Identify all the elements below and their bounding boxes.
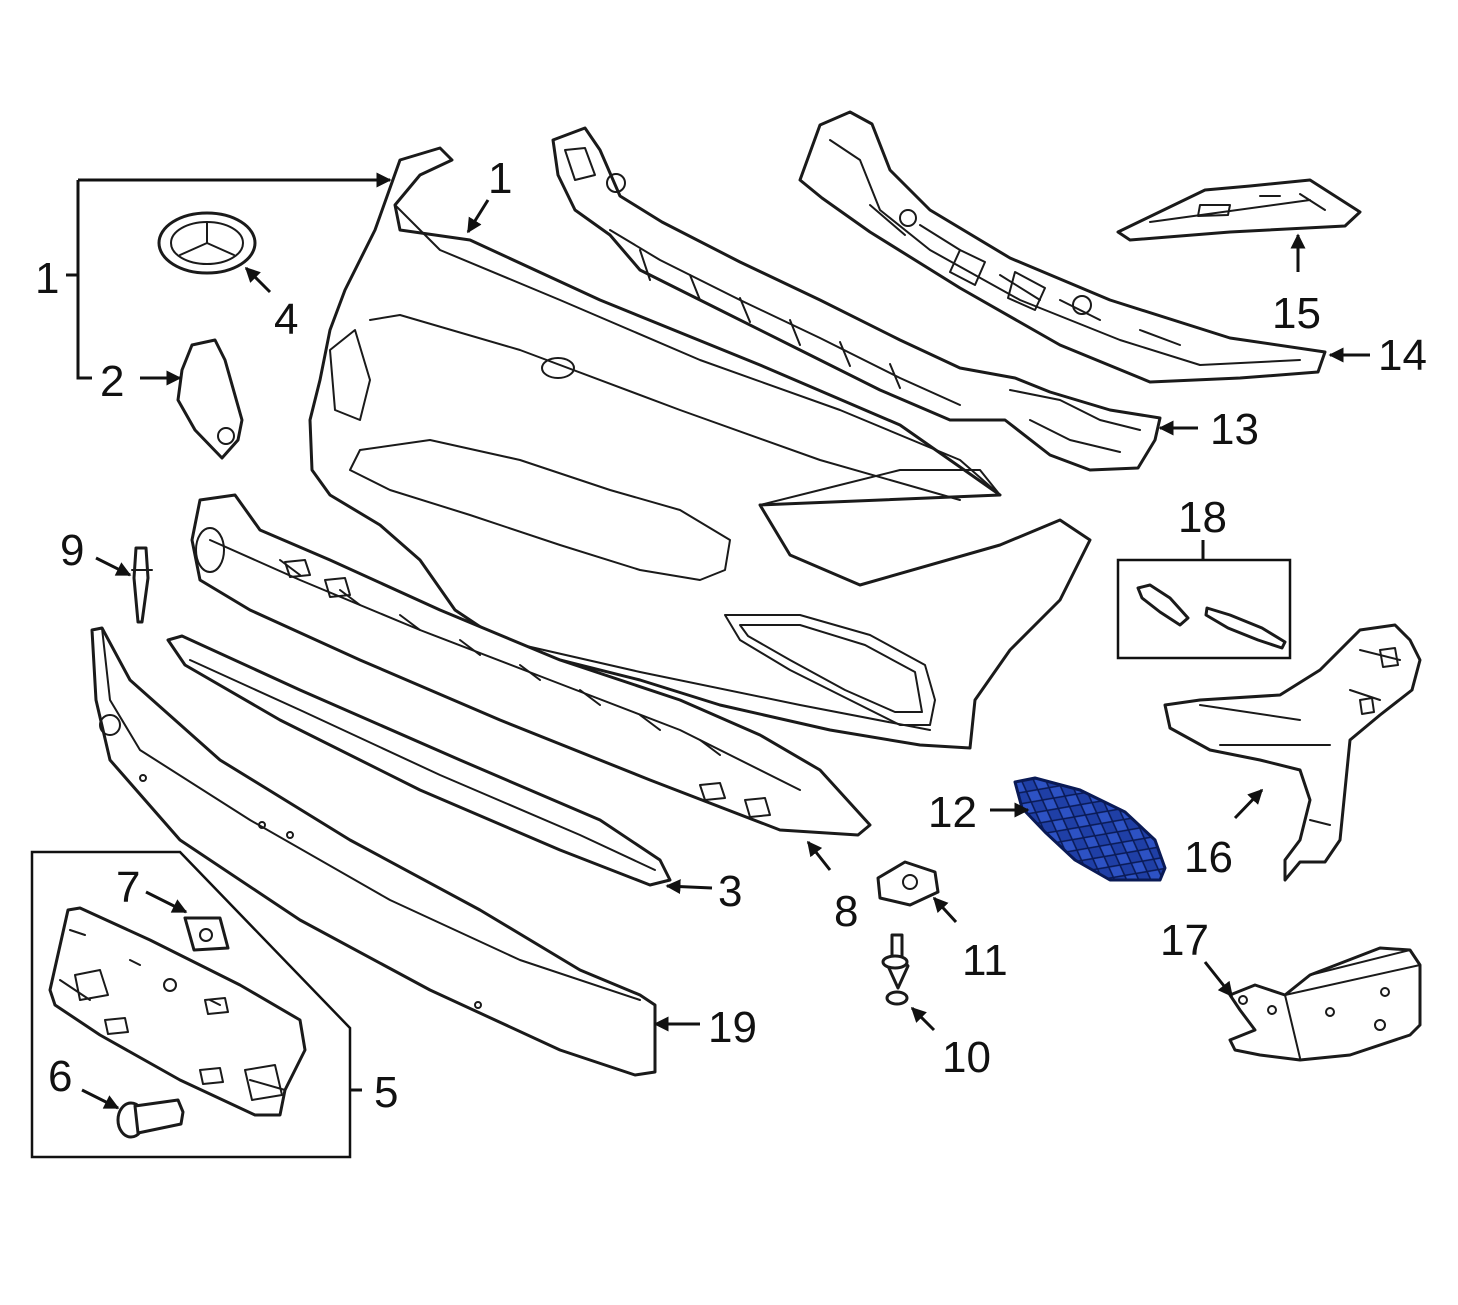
part-9-pin (131, 546, 153, 624)
callout-11: 11 (962, 936, 1008, 985)
part-17-block (1228, 946, 1422, 1062)
part-3-lower-grille (190, 493, 872, 837)
callout-16: 16 (1184, 833, 1233, 882)
part-5-group-box (30, 850, 352, 1159)
part-14-upper-reinforcement (798, 110, 1327, 384)
part-11-clip (876, 860, 940, 907)
callout-18: 18 (1178, 493, 1227, 542)
part-15-bracket (1116, 178, 1362, 242)
callout-1-bracket (66, 172, 392, 380)
callout-13: 13 (1210, 405, 1259, 454)
part-18-group-box (1116, 558, 1292, 660)
part-5-plate-bracket (48, 906, 307, 1117)
part-7-clip (183, 916, 230, 952)
callout-15: 15 (1272, 289, 1321, 338)
part-2-cover (176, 338, 244, 460)
callout-8: 8 (834, 887, 858, 936)
callout-3: 3 (718, 867, 742, 916)
callout-7: 7 (116, 863, 140, 912)
callout-19: 19 (708, 1003, 757, 1052)
callout-6: 6 (48, 1052, 72, 1101)
leader-lines (81, 199, 1370, 1110)
callout-5: 5 (374, 1068, 398, 1117)
part-1-bumper-cover (308, 146, 1092, 750)
callout-17: 17 (1160, 916, 1209, 965)
callout-2: 2 (100, 357, 124, 406)
callout-1-left: 1 (35, 254, 59, 303)
callout-labels: 1 1 2 3 4 5 6 7 8 9 10 11 12 13 14 15 16… (35, 154, 1427, 1117)
callout-9: 9 (60, 526, 84, 575)
callout-10: 10 (942, 1033, 991, 1082)
part-19-impact-bar (90, 626, 657, 1077)
part-16-side-bracket (1163, 623, 1422, 882)
part-13-absorber (551, 126, 1162, 472)
part-10-bolt (881, 933, 910, 1006)
callout-4: 4 (274, 295, 298, 344)
callout-1-top: 1 (488, 154, 512, 203)
part-6-bolt (116, 1098, 185, 1139)
part-4-emblem (157, 211, 257, 275)
callout-14: 14 (1378, 331, 1427, 380)
part-12-fog-grille (1013, 776, 1167, 882)
callout-12: 12 (928, 788, 977, 837)
